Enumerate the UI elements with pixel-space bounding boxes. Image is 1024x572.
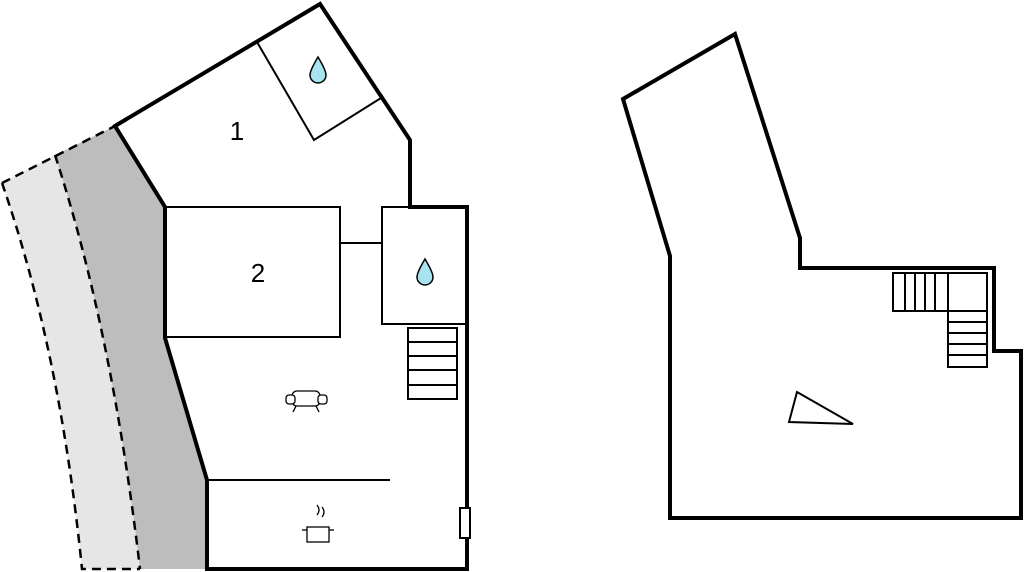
- room-1-label: 1: [230, 116, 244, 146]
- cooking-pot-icon: [302, 504, 334, 543]
- door-icon: [459, 507, 471, 539]
- water-drop-icon: [309, 55, 327, 84]
- terrace-inner-area: [55, 126, 207, 569]
- stairs-icon: [407, 327, 458, 400]
- stairs-icon: [892, 272, 988, 368]
- sofa-icon: [285, 390, 328, 413]
- bathroom-upper: [256, 41, 382, 142]
- upper-floor-outline: [620, 31, 1023, 520]
- terrace-outer-dashed-edge: [0, 182, 140, 571]
- room-2-label: 2: [251, 258, 265, 288]
- bathroom-lower: [381, 206, 468, 325]
- water-drop-icon: [416, 257, 434, 286]
- room-2: [164, 206, 341, 338]
- terrace-outer-area: [2, 155, 140, 569]
- roof-window-icon: [787, 390, 854, 425]
- terrace-middle-dashed-edge: [1, 124, 142, 570]
